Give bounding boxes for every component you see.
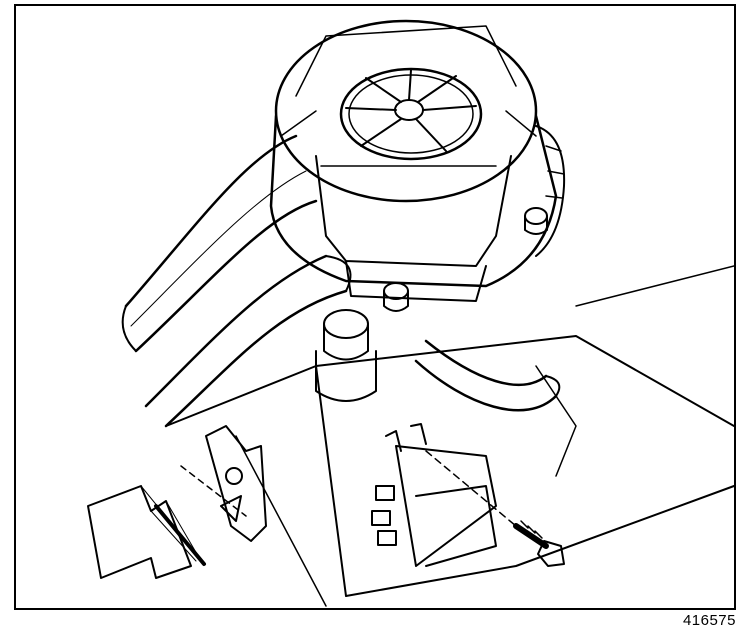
mounting-bolt-icon <box>315 207 548 402</box>
direction-arrow-icon <box>87 485 206 579</box>
air-hose-icon <box>121 134 352 428</box>
exploded-view-illustration <box>87 19 734 607</box>
figure-id-label: 416575 <box>682 612 736 629</box>
engine-block-icon <box>165 265 734 607</box>
air-hose-icon <box>414 339 561 412</box>
mounting-bracket-icon <box>180 425 267 542</box>
diagram-frame <box>14 4 736 610</box>
mounting-bolt-icon <box>513 520 565 567</box>
air-filter-cover-icon <box>280 25 537 161</box>
air-injection-pump-icon <box>269 19 566 302</box>
relay-module-icon <box>371 423 517 567</box>
